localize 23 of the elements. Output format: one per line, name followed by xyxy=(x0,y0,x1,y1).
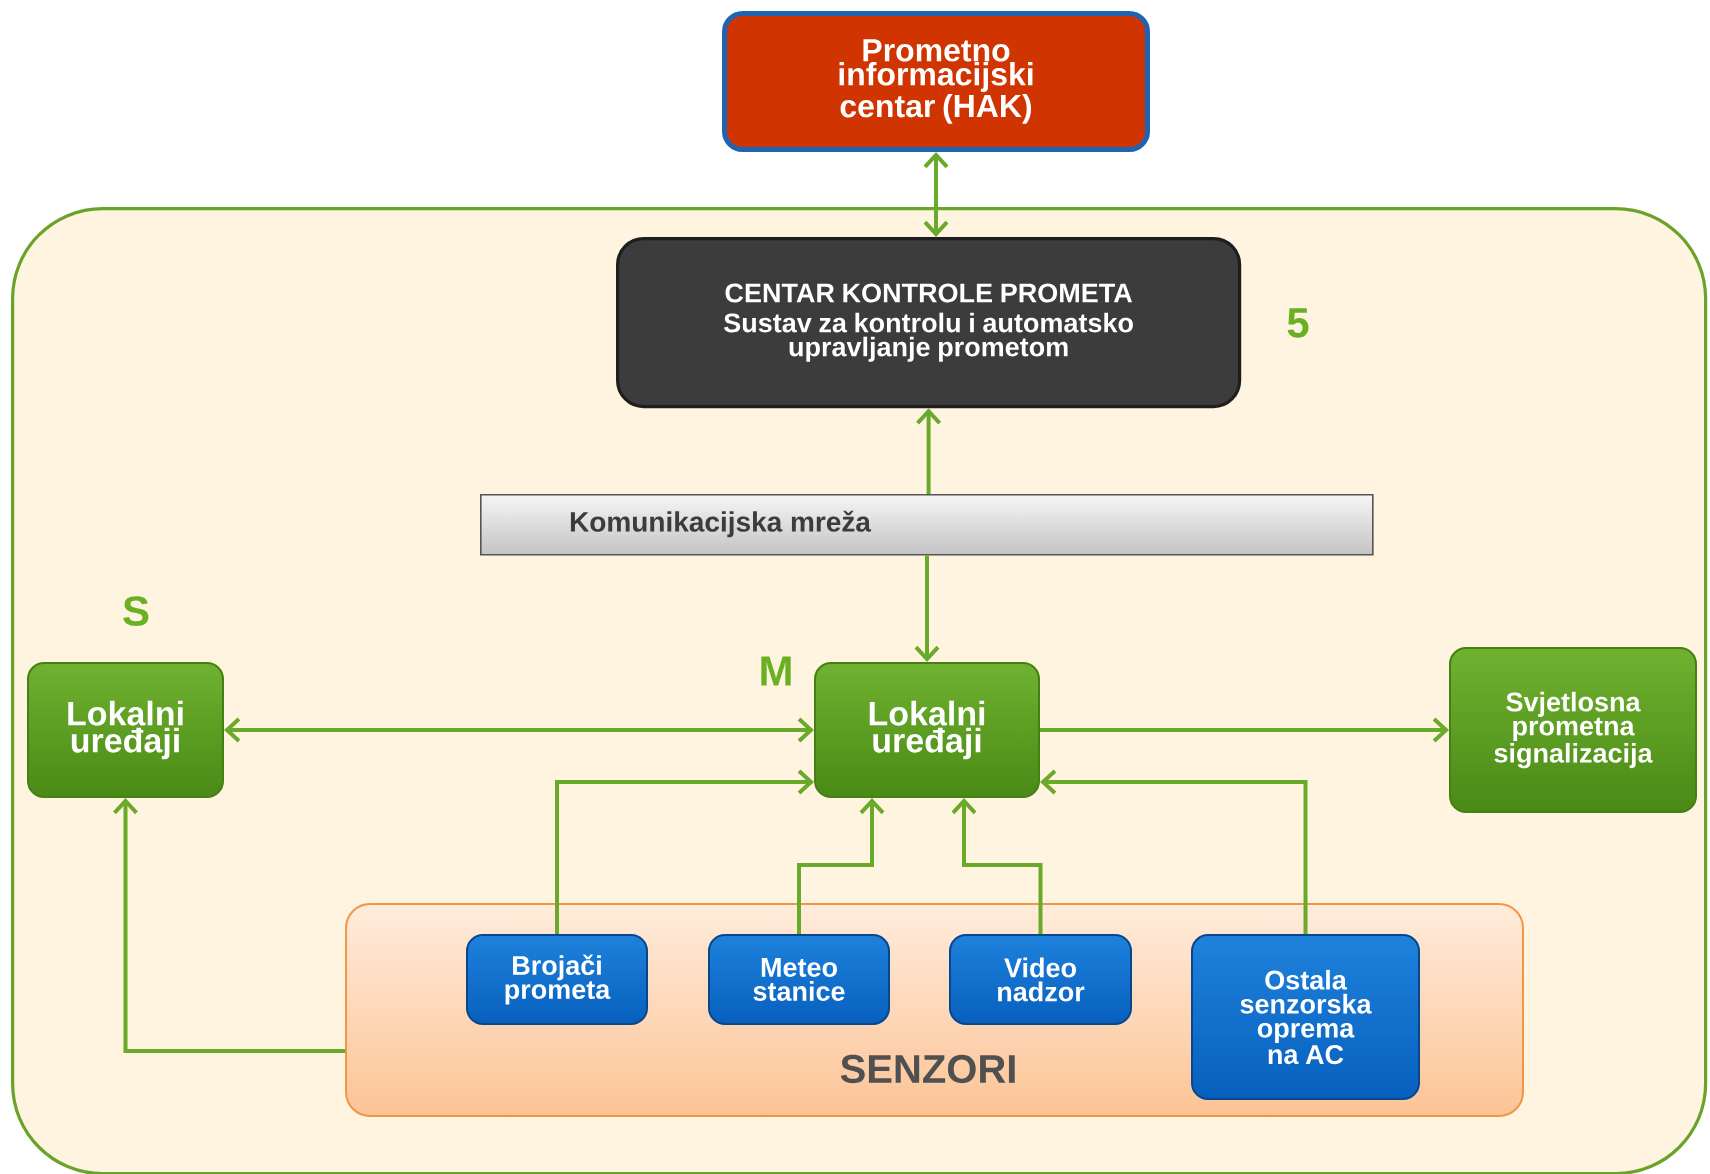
arrow xyxy=(1040,717,1449,743)
arrow xyxy=(555,769,814,934)
sensor-box: Brojači prometa xyxy=(466,934,648,1025)
device-box: Lokalni uređaji xyxy=(814,662,1040,798)
marker-letter: S xyxy=(123,596,149,626)
marker-letter: M xyxy=(761,656,791,686)
device-box: Lokalni uređaji xyxy=(27,662,224,798)
arrow xyxy=(916,408,942,494)
arrow xyxy=(1040,769,1308,934)
sensor-box: Video nadzor xyxy=(949,934,1132,1025)
arrow xyxy=(951,798,1043,934)
arrow xyxy=(797,798,885,934)
sensor-box: Meteo stanice xyxy=(708,934,890,1025)
control-center-box: CENTAR KONTROLE PROMETA Sustav za kontrolu i automatsko upravljanje prometom xyxy=(616,237,1242,409)
center-box: Prometno informacijski centar (HAK) xyxy=(722,11,1150,152)
network-bar: Komunikacijska mreža xyxy=(480,494,1374,556)
arrow xyxy=(923,152,949,237)
device-box: Svjetlosna prometna signalizacija xyxy=(1449,647,1697,813)
arrow xyxy=(914,555,940,662)
arrow xyxy=(113,798,345,1053)
sensor-box: Ostala senzorska oprema na AC xyxy=(1191,934,1420,1100)
marker-letter: 5 xyxy=(1287,308,1309,338)
arrow xyxy=(224,717,814,743)
